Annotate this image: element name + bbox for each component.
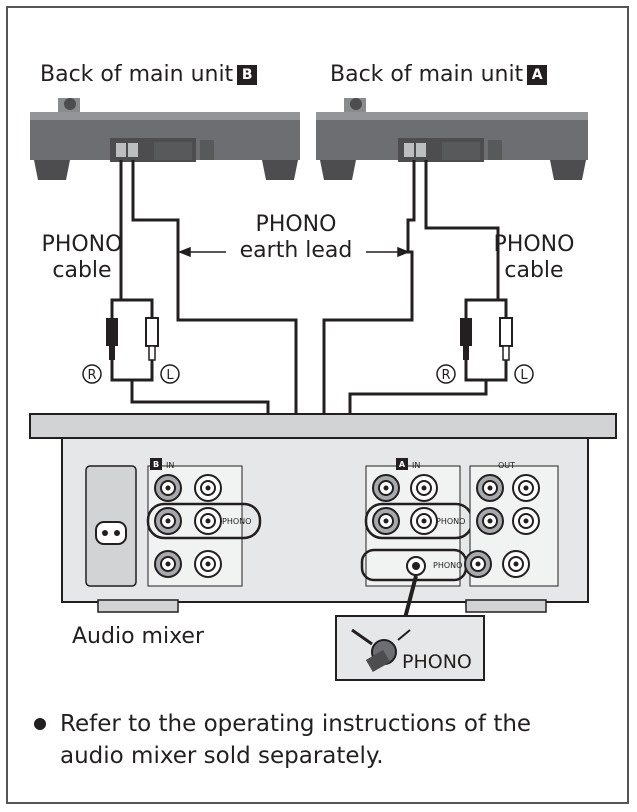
mixer-jacks bbox=[154, 474, 540, 578]
mixer-in-b-badge: B bbox=[153, 460, 159, 469]
mixer-foot-right bbox=[465, 599, 547, 613]
rca-jack-pin bbox=[383, 485, 389, 491]
rca-plug-a-l bbox=[499, 317, 513, 347]
rca-jack-pin bbox=[205, 561, 211, 567]
rca-plugs-a bbox=[460, 317, 513, 361]
note-paragraph: Refer to the operating instructions of t… bbox=[34, 708, 600, 772]
rca-jack-pin bbox=[205, 518, 211, 524]
mixer-in-b-label: IN bbox=[166, 461, 174, 470]
marker-l-a-text: L bbox=[520, 368, 528, 383]
power-inlet-icon bbox=[95, 521, 127, 545]
rca-jack-pin bbox=[475, 561, 481, 567]
mixer-top-lip bbox=[29, 413, 617, 439]
rca-jack-pin bbox=[165, 561, 171, 567]
mixer-phono-b-label: PHONO bbox=[222, 517, 251, 526]
rca-jack-pin bbox=[421, 485, 427, 491]
rca-jack-pin bbox=[205, 485, 211, 491]
audio-mixer: B IN PHONO A IN PHONO PHONO OUT bbox=[29, 413, 617, 613]
rca-jack-pin bbox=[165, 485, 171, 491]
foot-b-right bbox=[262, 160, 298, 180]
mixer-earth-phono-label: PHONO bbox=[433, 561, 462, 570]
marker-r-a bbox=[436, 364, 456, 384]
earth-lead-arrow bbox=[177, 246, 411, 258]
rca-jack-pin bbox=[487, 518, 493, 524]
badge-a: A bbox=[527, 65, 548, 85]
turntable-a bbox=[316, 98, 588, 180]
mixer-phono-a-label: PHONO bbox=[436, 517, 465, 526]
foot-b-left bbox=[34, 160, 70, 180]
phono-cable-b-label: PHONO cable bbox=[41, 232, 123, 283]
phono-cable-a-label: PHONO cable bbox=[493, 232, 575, 283]
phono-cable-b-l bbox=[121, 298, 154, 320]
rca-plug-a-r bbox=[460, 318, 472, 346]
mixer-out-label: OUT bbox=[498, 461, 515, 470]
rca-plug-b-l bbox=[145, 317, 159, 347]
marker-l-b-text: L bbox=[166, 368, 174, 383]
rca-jack-pin bbox=[165, 518, 171, 524]
mixer-in-a-label: IN bbox=[412, 461, 420, 470]
turntable-body-a bbox=[316, 114, 588, 160]
tonearm-pivot-b bbox=[64, 98, 76, 110]
earth-terminal bbox=[402, 556, 426, 623]
mixer-foot-left bbox=[97, 599, 179, 613]
callout-box bbox=[335, 615, 485, 681]
rca-jack-pin bbox=[523, 518, 529, 524]
phono-terminal-callout: PHONO bbox=[335, 615, 485, 681]
marker-r-b bbox=[82, 364, 102, 384]
audio-mixer-label: Audio mixer bbox=[72, 624, 204, 649]
rca-plugs-b bbox=[106, 317, 159, 361]
rca-jack-pin bbox=[513, 561, 519, 567]
rca-jack-pin bbox=[383, 518, 389, 524]
turntable-b bbox=[30, 98, 300, 180]
marker-r-b-text: R bbox=[87, 368, 96, 383]
rca-plug-b-r bbox=[106, 318, 118, 346]
earth-lead-label: PHONO earth lead bbox=[226, 212, 366, 264]
rca-jack-pin bbox=[487, 485, 493, 491]
rca-jack-pin bbox=[523, 485, 529, 491]
marker-l-b bbox=[160, 364, 180, 384]
phono-out-jack-a bbox=[404, 143, 414, 157]
phono-terminal-label: PHONO bbox=[402, 651, 472, 673]
phono-cable-a-l bbox=[498, 298, 508, 320]
mixer-in-a-badge: A bbox=[399, 460, 406, 469]
badge-b: B bbox=[237, 65, 258, 85]
bullet-icon bbox=[34, 718, 46, 730]
rca-jack-pin bbox=[421, 518, 427, 524]
turntable-body-b bbox=[30, 114, 300, 160]
marker-l-a bbox=[514, 364, 534, 384]
phono-cable-b-r bbox=[110, 160, 123, 320]
phono-cable-a-r bbox=[424, 160, 500, 320]
rl-markers: R L R L bbox=[82, 364, 534, 384]
mixer-phono-b-jacks bbox=[146, 502, 262, 540]
marker-r-a-text: R bbox=[441, 368, 450, 383]
phono-out-jack-b bbox=[116, 143, 126, 157]
